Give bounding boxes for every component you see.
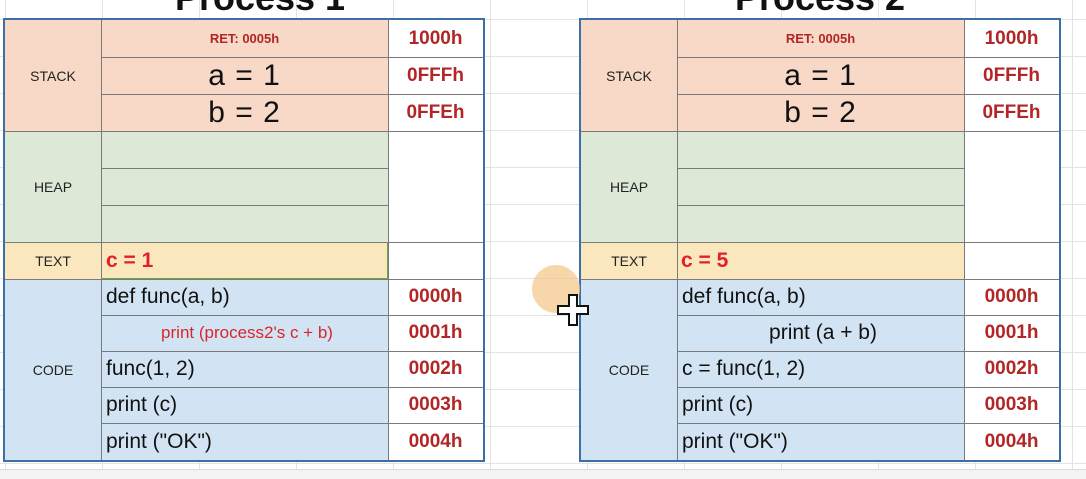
process2-title: Process 2 bbox=[690, 0, 950, 18]
process1-stack-ret: RET: 0005h bbox=[101, 20, 388, 57]
process1-code-line: print ("OK") bbox=[101, 423, 388, 460]
process2-code-label: CODE bbox=[581, 279, 677, 460]
process2-code-addr: 0004h bbox=[964, 423, 1059, 460]
process1-text-value: c = 1 bbox=[101, 242, 388, 279]
process2-stack-a: a = 1 bbox=[677, 57, 964, 94]
process2-stack-addr: 0FFFh bbox=[964, 57, 1059, 94]
grid-line bbox=[964, 20, 965, 460]
process2-code-line: print (a + b) bbox=[677, 315, 964, 351]
process1-code-addr: 0004h bbox=[388, 423, 483, 460]
grid-line bbox=[388, 20, 389, 460]
process2-code-line: print (c) bbox=[677, 387, 964, 423]
grid-line bbox=[581, 131, 1059, 132]
process2-code-addr: 0001h bbox=[964, 315, 1059, 351]
grid-line bbox=[677, 20, 678, 460]
process2-code-addr: 0003h bbox=[964, 387, 1059, 423]
grid-line bbox=[581, 279, 1059, 280]
process1-stack-label: STACK bbox=[5, 20, 101, 131]
grid-line bbox=[101, 423, 483, 424]
process2-code-line: print ("OK") bbox=[677, 423, 964, 460]
process1-code-addr: 0003h bbox=[388, 387, 483, 423]
grid-line bbox=[5, 242, 483, 243]
process1-heap-area bbox=[101, 131, 388, 242]
process1-title: Process 1 bbox=[130, 0, 390, 18]
process2-text-label: TEXT bbox=[581, 242, 677, 279]
grid-line bbox=[677, 423, 1059, 424]
process1-code-addr: 0001h bbox=[388, 315, 483, 351]
grid-line bbox=[677, 387, 1059, 388]
process1-heap-label: HEAP bbox=[5, 131, 101, 242]
grid-line bbox=[101, 315, 483, 316]
process1-code-addr: 0000h bbox=[388, 279, 483, 315]
process2-stack-addr: 0FFEh bbox=[964, 94, 1059, 131]
process1-code-line: print (c) bbox=[101, 387, 388, 423]
process1-code-line: func(1, 2) bbox=[101, 351, 388, 387]
process1-code-line: print (process2's c + b) bbox=[101, 315, 388, 351]
process1-code-addr: 0002h bbox=[388, 351, 483, 387]
process2-code-line: c = func(1, 2) bbox=[677, 351, 964, 387]
process1-stack-b: b = 2 bbox=[101, 94, 388, 131]
process1-code-label: CODE bbox=[5, 279, 101, 460]
process2-stack-ret: RET: 0005h bbox=[677, 20, 964, 57]
process1-text-label: TEXT bbox=[5, 242, 101, 279]
process2-stack-addr: 1000h bbox=[964, 20, 1059, 57]
process2-memory-table: STACK RET: 0005h a = 1 b = 2 1000h 0FFFh… bbox=[579, 18, 1061, 462]
grid-line bbox=[677, 351, 1059, 352]
process2-heap-area bbox=[677, 131, 964, 242]
grid-line bbox=[677, 315, 1059, 316]
grid-line bbox=[101, 94, 483, 95]
process1-stack-a: a = 1 bbox=[101, 57, 388, 94]
grid-line bbox=[101, 57, 483, 58]
process2-code-line: def func(a, b) bbox=[677, 279, 964, 315]
grid-line bbox=[581, 242, 1059, 243]
grid-line bbox=[101, 351, 483, 352]
grid-line bbox=[5, 131, 483, 132]
grid-line bbox=[677, 57, 1059, 58]
process2-code-addr: 0000h bbox=[964, 279, 1059, 315]
grid-line bbox=[677, 205, 964, 206]
grid-line bbox=[677, 94, 1059, 95]
process1-stack-addr: 1000h bbox=[388, 20, 483, 57]
grid-line bbox=[101, 205, 388, 206]
move-cross-icon[interactable] bbox=[556, 293, 590, 327]
process2-code-addr: 0002h bbox=[964, 351, 1059, 387]
sheet-bottom-bar bbox=[0, 469, 1086, 479]
grid-line bbox=[677, 168, 964, 169]
process2-stack-label: STACK bbox=[581, 20, 677, 131]
grid-line bbox=[101, 387, 483, 388]
process1-stack-addr: 0FFEh bbox=[388, 94, 483, 131]
process2-heap-label: HEAP bbox=[581, 131, 677, 242]
process2-text-value: c = 5 bbox=[677, 242, 964, 279]
process1-stack-addr: 0FFFh bbox=[388, 57, 483, 94]
process1-code-line: def func(a, b) bbox=[101, 279, 388, 315]
grid-line bbox=[101, 168, 388, 169]
process2-stack-b: b = 2 bbox=[677, 94, 964, 131]
grid-line bbox=[5, 279, 483, 280]
grid-line bbox=[101, 20, 102, 460]
process1-memory-table: STACK RET: 0005h a = 1 b = 2 1000h 0FFFh… bbox=[3, 18, 485, 462]
